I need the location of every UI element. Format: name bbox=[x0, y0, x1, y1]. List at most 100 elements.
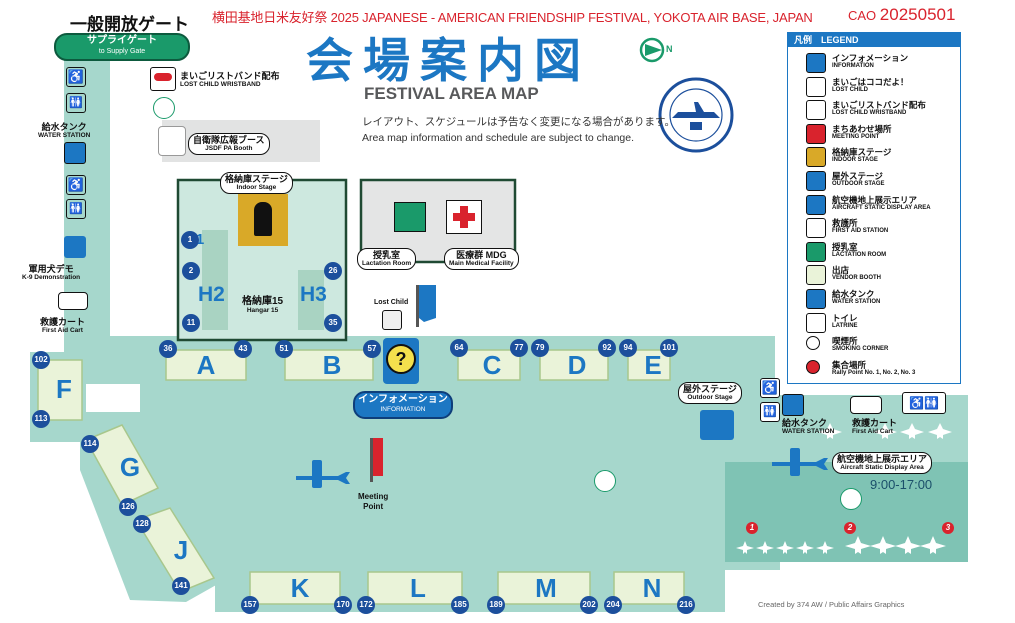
legend-item-en: AIRCRAFT STATIC DISPLAY AREA bbox=[832, 204, 931, 211]
h3-zone bbox=[298, 270, 324, 330]
booth-e-letter[interactable]: E bbox=[644, 350, 662, 380]
booth-e-end-number: 101 bbox=[660, 339, 678, 357]
mdg-en: Main Medical Facility bbox=[449, 260, 514, 267]
booth-f-letter[interactable]: F bbox=[56, 374, 72, 404]
jsdf-mascot-icon bbox=[158, 126, 186, 156]
wristband-icon bbox=[150, 67, 176, 91]
wristband-icon bbox=[806, 100, 826, 121]
booth-n-letter[interactable]: N bbox=[642, 573, 662, 603]
booth-c-start-number: 64 bbox=[450, 339, 468, 357]
legend-item-jp: 喫煙所 bbox=[832, 336, 858, 347]
k9-en: K-9 Demonstration bbox=[22, 274, 81, 281]
booth-m-end-number: 202 bbox=[580, 596, 598, 614]
booth-m-letter[interactable]: M bbox=[535, 573, 557, 603]
legend-item-en: LOST CHILD WRISTBAND bbox=[832, 110, 907, 117]
info-booth-icon[interactable]: ? bbox=[383, 338, 419, 384]
info-jp: インフォメーション bbox=[358, 394, 448, 405]
legend-item-jp: 集合場所 bbox=[832, 359, 867, 370]
h3-label: H3 bbox=[300, 283, 327, 306]
outdoor-stage-icon bbox=[806, 171, 826, 191]
schedule-notice: レイアウト、スケジュールは予告なく変更になる場合があります。 Area map … bbox=[362, 114, 675, 146]
vendor-icon bbox=[806, 265, 826, 286]
booth-n-start-number: 204 bbox=[604, 596, 622, 614]
booth-a-letter[interactable]: A bbox=[196, 350, 216, 380]
indoor-stage-icon bbox=[238, 194, 288, 246]
booth-c-end-number: 77 bbox=[510, 339, 528, 357]
legend-title-en: LEGEND bbox=[821, 35, 859, 45]
wristband-jp: まいごリストバンド配布 bbox=[180, 71, 280, 81]
festival-banner-icon bbox=[416, 285, 436, 327]
booth-d-letter[interactable]: D bbox=[567, 350, 587, 380]
k9-dog-icon bbox=[64, 236, 86, 258]
accessible-toilet-icon: ♿ bbox=[760, 378, 780, 398]
lost-child-icon bbox=[382, 310, 402, 330]
legend-item-en: Rally Point No. 1, No. 2, No. 3 bbox=[832, 369, 916, 376]
booth-j-end-number: 141 bbox=[172, 577, 190, 595]
meeting-en2: Point bbox=[363, 502, 384, 511]
booth-f-end-number: 113 bbox=[32, 410, 50, 428]
smoking-icon bbox=[153, 97, 175, 119]
legend-item-en: WATER STATION bbox=[832, 299, 881, 305]
water-jp: 給水タンク bbox=[41, 122, 87, 132]
toilet-icon: 🚻 bbox=[760, 402, 780, 422]
booth-k-letter[interactable]: K bbox=[290, 573, 310, 603]
legend-item-jp: インフォメーション bbox=[832, 53, 909, 63]
meeting-flag-icon bbox=[370, 438, 383, 482]
public-gate-title: 一般開放ゲート bbox=[70, 15, 189, 34]
legend-header: 凡例 LEGEND bbox=[788, 33, 960, 47]
lactation-icon bbox=[806, 241, 826, 262]
supply-gate-sign[interactable]: サプライゲート to Supply Gate bbox=[54, 33, 190, 61]
cao-number: 20250501 bbox=[879, 5, 956, 24]
wristband-en: LOST CHILD WRISTBAND bbox=[180, 81, 261, 88]
booth-j-start-number: 128 bbox=[133, 515, 151, 533]
booth-j-letter[interactable]: J bbox=[173, 535, 189, 565]
booth-b-letter[interactable]: B bbox=[322, 350, 342, 380]
page-subtitle: FESTIVAL AREA MAP bbox=[364, 84, 539, 103]
page-title: 会場案内図 bbox=[306, 34, 591, 87]
rally-point-1: 1 bbox=[746, 522, 758, 534]
booth-l-letter[interactable]: L bbox=[410, 573, 426, 603]
first-aid-icon bbox=[446, 200, 482, 234]
north-label: N bbox=[666, 44, 673, 54]
booth-c-letter[interactable]: C bbox=[482, 350, 502, 380]
jsdf-jp: 自衛隊広報ブース bbox=[193, 135, 265, 145]
meeting-en1: Meeting bbox=[358, 492, 389, 501]
notice-jp: レイアウト、スケジュールは予告なく変更になる場合があります。 bbox=[362, 116, 676, 128]
booth-b-end-number: 57 bbox=[363, 340, 381, 358]
legend-item-en: SMOKING CORNER bbox=[832, 346, 889, 353]
legend-item-en: INDOOR STAGE bbox=[832, 157, 878, 164]
mdg-jp: 医療群 MDG bbox=[456, 250, 507, 260]
toilet-icon: 🚻 bbox=[66, 93, 86, 113]
legend-item-jp: 給水タンク bbox=[832, 289, 875, 299]
legend-item-jp: まいごはココだよ！ bbox=[832, 76, 909, 87]
lost-child-icon bbox=[806, 76, 826, 97]
booth-d-end-number: 92 bbox=[598, 339, 616, 357]
outdoor-en: Outdoor Stage bbox=[687, 394, 733, 401]
booth-g-letter[interactable]: G bbox=[119, 452, 141, 482]
cart2-en: First Aid Cart bbox=[852, 428, 893, 435]
booth-g-start-number: 114 bbox=[81, 435, 99, 453]
first-aid-cart-icon bbox=[58, 292, 88, 310]
smoking-icon bbox=[594, 470, 616, 492]
cart2-jp: 救護カート bbox=[852, 418, 898, 428]
static-jp: 航空機地上展示エリア bbox=[837, 454, 928, 464]
legend-item-jp: 救護所 bbox=[832, 218, 858, 229]
first-aid-icon bbox=[806, 218, 826, 239]
information-sign[interactable]: インフォメーション INFORMATION bbox=[353, 391, 453, 419]
